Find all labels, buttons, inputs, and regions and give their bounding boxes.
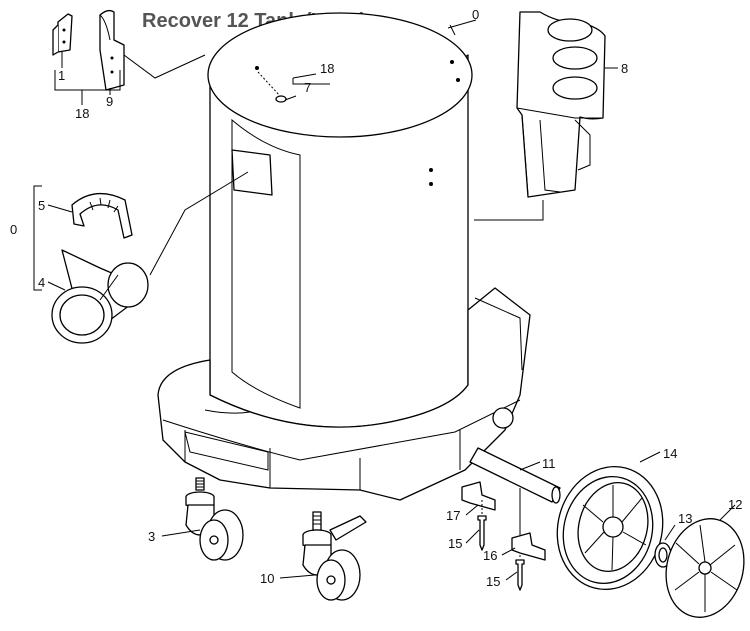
- callout-9: 9: [106, 94, 113, 109]
- rear-wheel: [556, 465, 664, 591]
- caster-front-left: [185, 477, 244, 561]
- callout-16: 16: [483, 548, 497, 563]
- bracket-upper: [461, 481, 496, 511]
- callout-15-lower: 15: [486, 574, 500, 589]
- callout-0-left: 0: [10, 222, 17, 237]
- inlet-opening: [231, 149, 273, 196]
- callout-18-left: 18: [75, 106, 89, 121]
- callout-4: 4: [38, 275, 45, 290]
- caster-front-right: [302, 511, 367, 601]
- callout-1: 1: [58, 68, 65, 83]
- inlet-strap: [71, 193, 133, 239]
- accessory-caddy: [516, 11, 606, 198]
- screw-lower: [515, 559, 525, 591]
- callout-13: 13: [678, 511, 692, 526]
- axle: [469, 447, 561, 504]
- brake-pedal: [329, 515, 367, 541]
- hinge-bracket: [52, 13, 73, 56]
- lid-screw: [275, 95, 297, 103]
- callout-11: 11: [542, 456, 556, 471]
- callout-12: 12: [728, 497, 742, 512]
- callout-labels: 0 8 18 7 1 9 18 5 0 4 14 11 12 13 17 15 …: [10, 7, 742, 589]
- callout-7: 7: [304, 80, 311, 95]
- callout-17: 17: [446, 508, 460, 523]
- tank-lid: [207, 12, 473, 138]
- callout-8: 8: [621, 61, 628, 76]
- inlet-cuff: [51, 249, 149, 344]
- callout-18-top: 18: [320, 61, 334, 76]
- hinge: [99, 9, 125, 91]
- chassis-base: [157, 287, 531, 501]
- screw-upper: [477, 515, 487, 551]
- bracket-lower: [511, 532, 546, 561]
- callout-14: 14: [663, 446, 677, 461]
- leader-lines: [33, 19, 736, 581]
- callout-0-top: 0: [472, 7, 479, 22]
- callout-3: 3: [148, 529, 155, 544]
- callout-10: 10: [260, 571, 274, 586]
- callout-5: 5: [38, 198, 45, 213]
- recovery-tank: [207, 12, 473, 428]
- callout-15-upper: 15: [448, 536, 462, 551]
- hub-cap: [665, 518, 745, 618]
